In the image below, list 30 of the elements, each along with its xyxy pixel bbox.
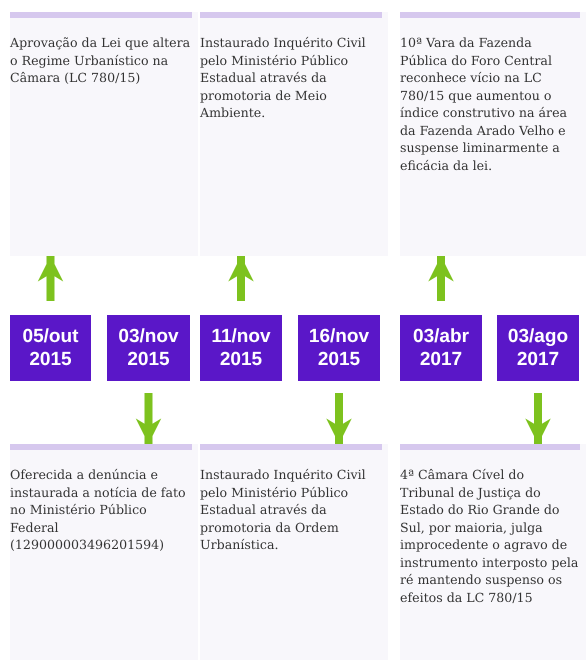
date-box [298,315,380,381]
event-description [400,12,586,256]
event-description [10,12,198,256]
date-text: 16/nov 2015 [308,325,370,371]
event-description [200,12,388,256]
arrow [38,256,64,301]
arrow [428,256,454,301]
date-text: 11/nov 2015 [210,325,272,371]
date-box [497,315,579,381]
date-box [10,315,91,381]
date-box [200,315,282,381]
date-text: 03/ago 2017 [507,325,569,371]
date-box [400,315,482,381]
date-text: 05/out 2015 [22,325,80,371]
event-description [10,444,198,660]
event-text: Instaurado Inquérito Civil pelo Ministério Público Estadual através da promotoria da Ordem Urbanística. [200,466,367,554]
date-text: 03/nov 2015 [118,325,180,371]
date-box [107,315,190,381]
event-text: Instaurado Inquérito Civil pelo Ministério Público Estadual através da promotoria de Meio Ambiente. [200,34,367,122]
event-description [200,444,388,660]
arrow [228,256,254,301]
arrow [525,393,551,444]
event-text: Oferecida a denúncia e instaurada a notícia de fato no Ministério Público Federal (129000003496201594) [10,466,187,554]
event-description [400,444,586,660]
event-text: 4ª Câmara Cível do Tribunal de Justiça do Estado do Rio Grande do Sul, por maioria, julga improcedente o agravo de instrumento interposto pela ré mantendo suspenso os efeitos da LC 780/15 [400,466,580,606]
date-text: 03/abr 2017 [412,325,470,371]
arrow [326,393,352,444]
arrow [136,393,162,444]
event-text: Aprovação da Lei que altera o Regime Urbanístico na Câmara (LC 780/15) [10,34,192,86]
event-text: 10ª Vara da Fazenda Pública do Foro Central reconhece vício na LC 780/15 que aumentou o índice construtivo na área da Fazenda Arado Velho e suspense liminarmente a eficácia da lei. [400,34,568,174]
